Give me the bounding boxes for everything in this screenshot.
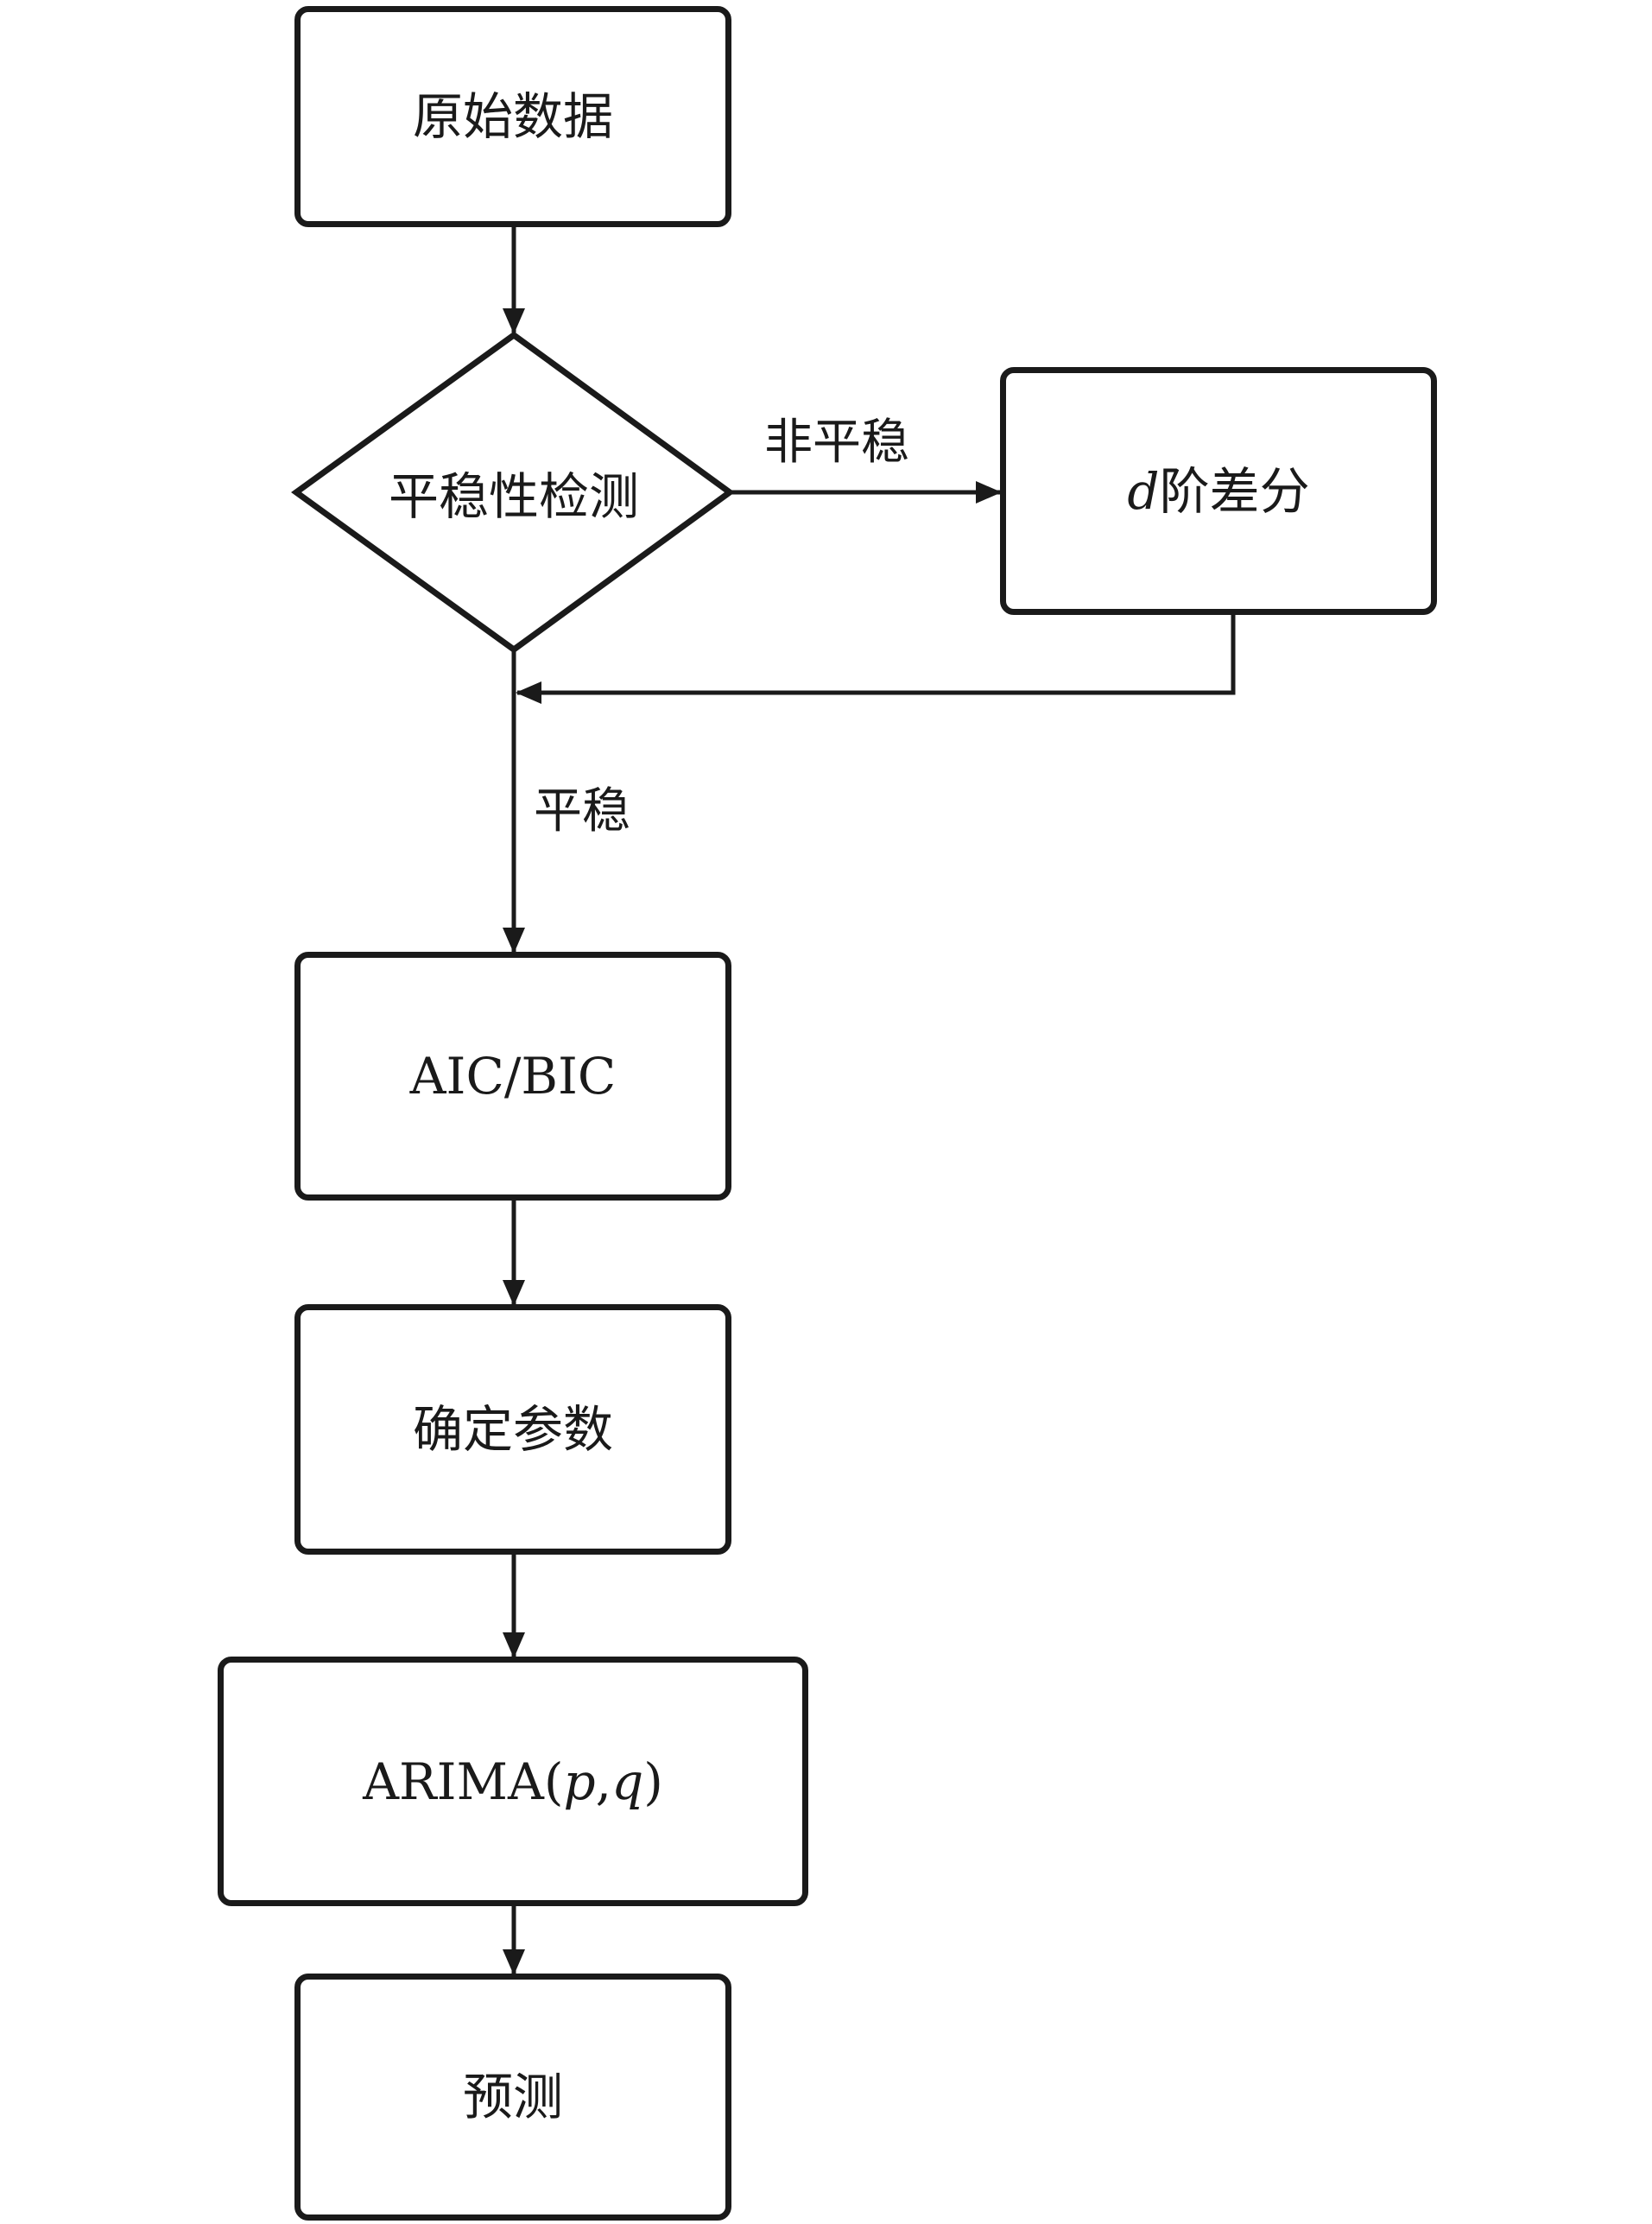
node-raw-data: 原始数据 (294, 6, 731, 227)
edge-label-non-stationary: 非平稳 (764, 415, 909, 471)
node-differencing-label: d阶差分 (1127, 461, 1310, 521)
node-determine-params-label: 确定参数 (412, 1400, 613, 1459)
node-aic-bic-label: AIC/BIC (409, 1047, 617, 1106)
node-arima-label: ARIMA(p,q) (363, 1752, 663, 1811)
node-raw-data-label: 原始数据 (412, 87, 613, 146)
node-forecast-label: 预测 (462, 2068, 563, 2126)
node-differencing: d阶差分 (1000, 367, 1437, 615)
node-determine-params: 确定参数 (294, 1304, 731, 1555)
node-forecast: 预测 (294, 1974, 731, 2221)
edge-diff-loopback (516, 615, 1236, 704)
node-arima: ARIMA(p,q) (218, 1657, 808, 1906)
node-stationarity-test-label: 平稳性检测 (388, 467, 639, 526)
edge-label-stationary: 平稳 (534, 783, 630, 840)
node-aic-bic: AIC/BIC (294, 952, 731, 1201)
